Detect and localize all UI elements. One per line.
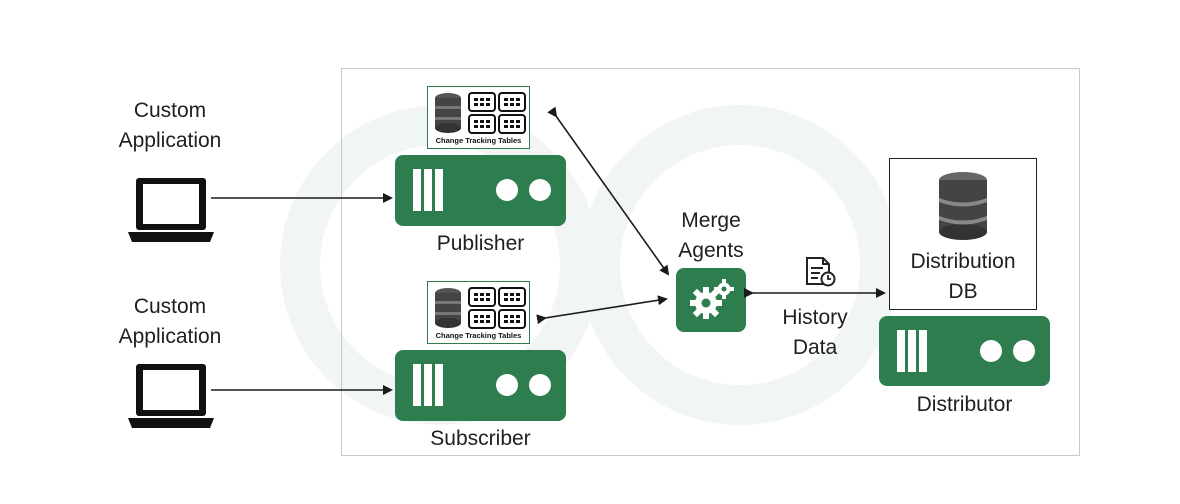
distribution-db-line2: DB bbox=[948, 280, 978, 303]
merge-agents-node bbox=[676, 268, 746, 332]
history-data-line2: Data bbox=[792, 336, 838, 359]
laptop-icon bbox=[128, 178, 214, 242]
replication-boundary-frame bbox=[341, 68, 1080, 456]
server-led-icon bbox=[1013, 340, 1035, 362]
distribution-db-line1: Distribution bbox=[910, 250, 1016, 273]
custom-app-top-line2: Application bbox=[118, 129, 222, 152]
custom-app-top-label: Custom Application bbox=[100, 96, 240, 156]
database-icon bbox=[435, 288, 461, 328]
server-bars-icon bbox=[413, 169, 443, 211]
table-grid-icon bbox=[468, 92, 526, 134]
custom-app-top-line1: Custom bbox=[133, 99, 207, 122]
history-data-label: History Data bbox=[760, 303, 870, 363]
server-bars-icon bbox=[413, 364, 443, 406]
merge-agents-label: Merge Agents bbox=[655, 206, 767, 266]
arrow-subscriber-merge bbox=[536, 295, 668, 325]
custom-app-bottom-line2: Application bbox=[118, 325, 222, 348]
gears-icon bbox=[690, 279, 734, 319]
merge-agents-line2: Agents bbox=[678, 239, 744, 262]
publisher-server bbox=[395, 155, 566, 226]
server-led-icon bbox=[496, 374, 518, 396]
table-grid-icon bbox=[468, 287, 526, 329]
publisher-label: Publisher bbox=[436, 232, 525, 255]
distributor-label: Distributor bbox=[916, 393, 1013, 416]
arrow-publisher-merge bbox=[547, 106, 670, 276]
custom-app-bottom-label: Custom Application bbox=[100, 292, 240, 352]
distributor-server bbox=[879, 316, 1050, 386]
history-data-line1: History bbox=[782, 306, 848, 329]
custom-app-bottom-line1: Custom bbox=[133, 295, 207, 318]
publisher-change-tracking-tables: Change Tracking Tables bbox=[427, 86, 530, 149]
server-led-icon bbox=[496, 179, 518, 201]
laptop-icon bbox=[128, 364, 214, 428]
distribution-db-box: Distribution DB bbox=[889, 158, 1037, 310]
subscriber-server bbox=[395, 350, 566, 421]
distribution-db-label: Distribution DB bbox=[890, 247, 1036, 307]
database-icon bbox=[939, 172, 987, 240]
database-icon bbox=[435, 93, 461, 133]
subscriber-ctt-caption: Change Tracking Tables bbox=[435, 331, 522, 340]
server-led-icon bbox=[529, 374, 551, 396]
subscriber-label: Subscriber bbox=[430, 427, 531, 450]
subscriber-change-tracking-tables: Change Tracking Tables bbox=[427, 281, 530, 344]
server-bars-icon bbox=[897, 330, 927, 372]
history-document-icon bbox=[806, 257, 836, 287]
server-led-icon bbox=[980, 340, 1002, 362]
publisher-ctt-caption: Change Tracking Tables bbox=[435, 136, 522, 145]
server-led-icon bbox=[529, 179, 551, 201]
merge-agents-line1: Merge bbox=[681, 209, 741, 232]
